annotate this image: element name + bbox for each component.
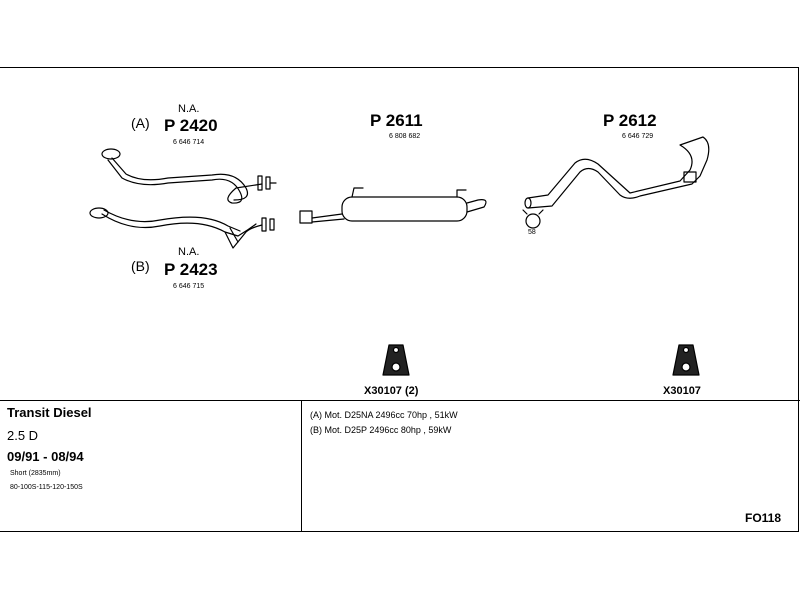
clamp-icon [522, 209, 544, 229]
rubber-mount-1-icon [382, 344, 410, 376]
oem-number-a: 6 646 714 [173, 139, 205, 146]
oem-number-b: 6 646 715 [173, 283, 205, 290]
diagram-code: FO118 [745, 511, 782, 525]
vehicle-model: Transit Diesel [7, 405, 92, 420]
variant-b-tag: (B) [131, 258, 150, 274]
middle-silencer-icon [299, 187, 487, 224]
vehicle-years: 09/91 - 08/94 [7, 449, 84, 464]
variant-a-tag: (A) [131, 115, 150, 131]
part-number-b[interactable]: P 2423 [164, 260, 218, 279]
front-pipe-a-icon [101, 148, 277, 204]
variant-a-na: N.A. [178, 103, 200, 115]
divider-vertical [301, 401, 302, 532]
oem-number-mid: 6 808 682 [389, 133, 421, 140]
vehicle-variants: 80-100S-115-120-150S [10, 484, 83, 491]
part-number-a[interactable]: P 2420 [164, 116, 218, 135]
vehicle-wheelbase: Short (2835mm) [10, 470, 61, 477]
engine-b-spec: (B) Mot. D25P 2496cc 80hp , 59kW [310, 425, 452, 435]
part-number-mid[interactable]: P 2611 [370, 111, 423, 130]
mount-2-label[interactable]: X30107 [663, 385, 701, 397]
engine-a-spec: (A) Mot. D25NA 2496cc 70hp , 51kW [310, 410, 458, 420]
rubber-mount-2-icon [672, 344, 700, 376]
front-pipe-b-icon [89, 207, 275, 249]
rear-pipe-icon [524, 136, 710, 209]
oem-number-rear: 6 646 729 [622, 133, 654, 140]
diagram-frame [0, 67, 799, 532]
clamp-size: 58 [528, 229, 536, 236]
divider-horizontal [0, 400, 800, 401]
variant-b-na: N.A. [178, 246, 200, 258]
part-number-rear[interactable]: P 2612 [603, 111, 657, 130]
vehicle-engine: 2.5 D [7, 428, 39, 443]
mount-1-label[interactable]: X30107 (2) [364, 385, 419, 397]
